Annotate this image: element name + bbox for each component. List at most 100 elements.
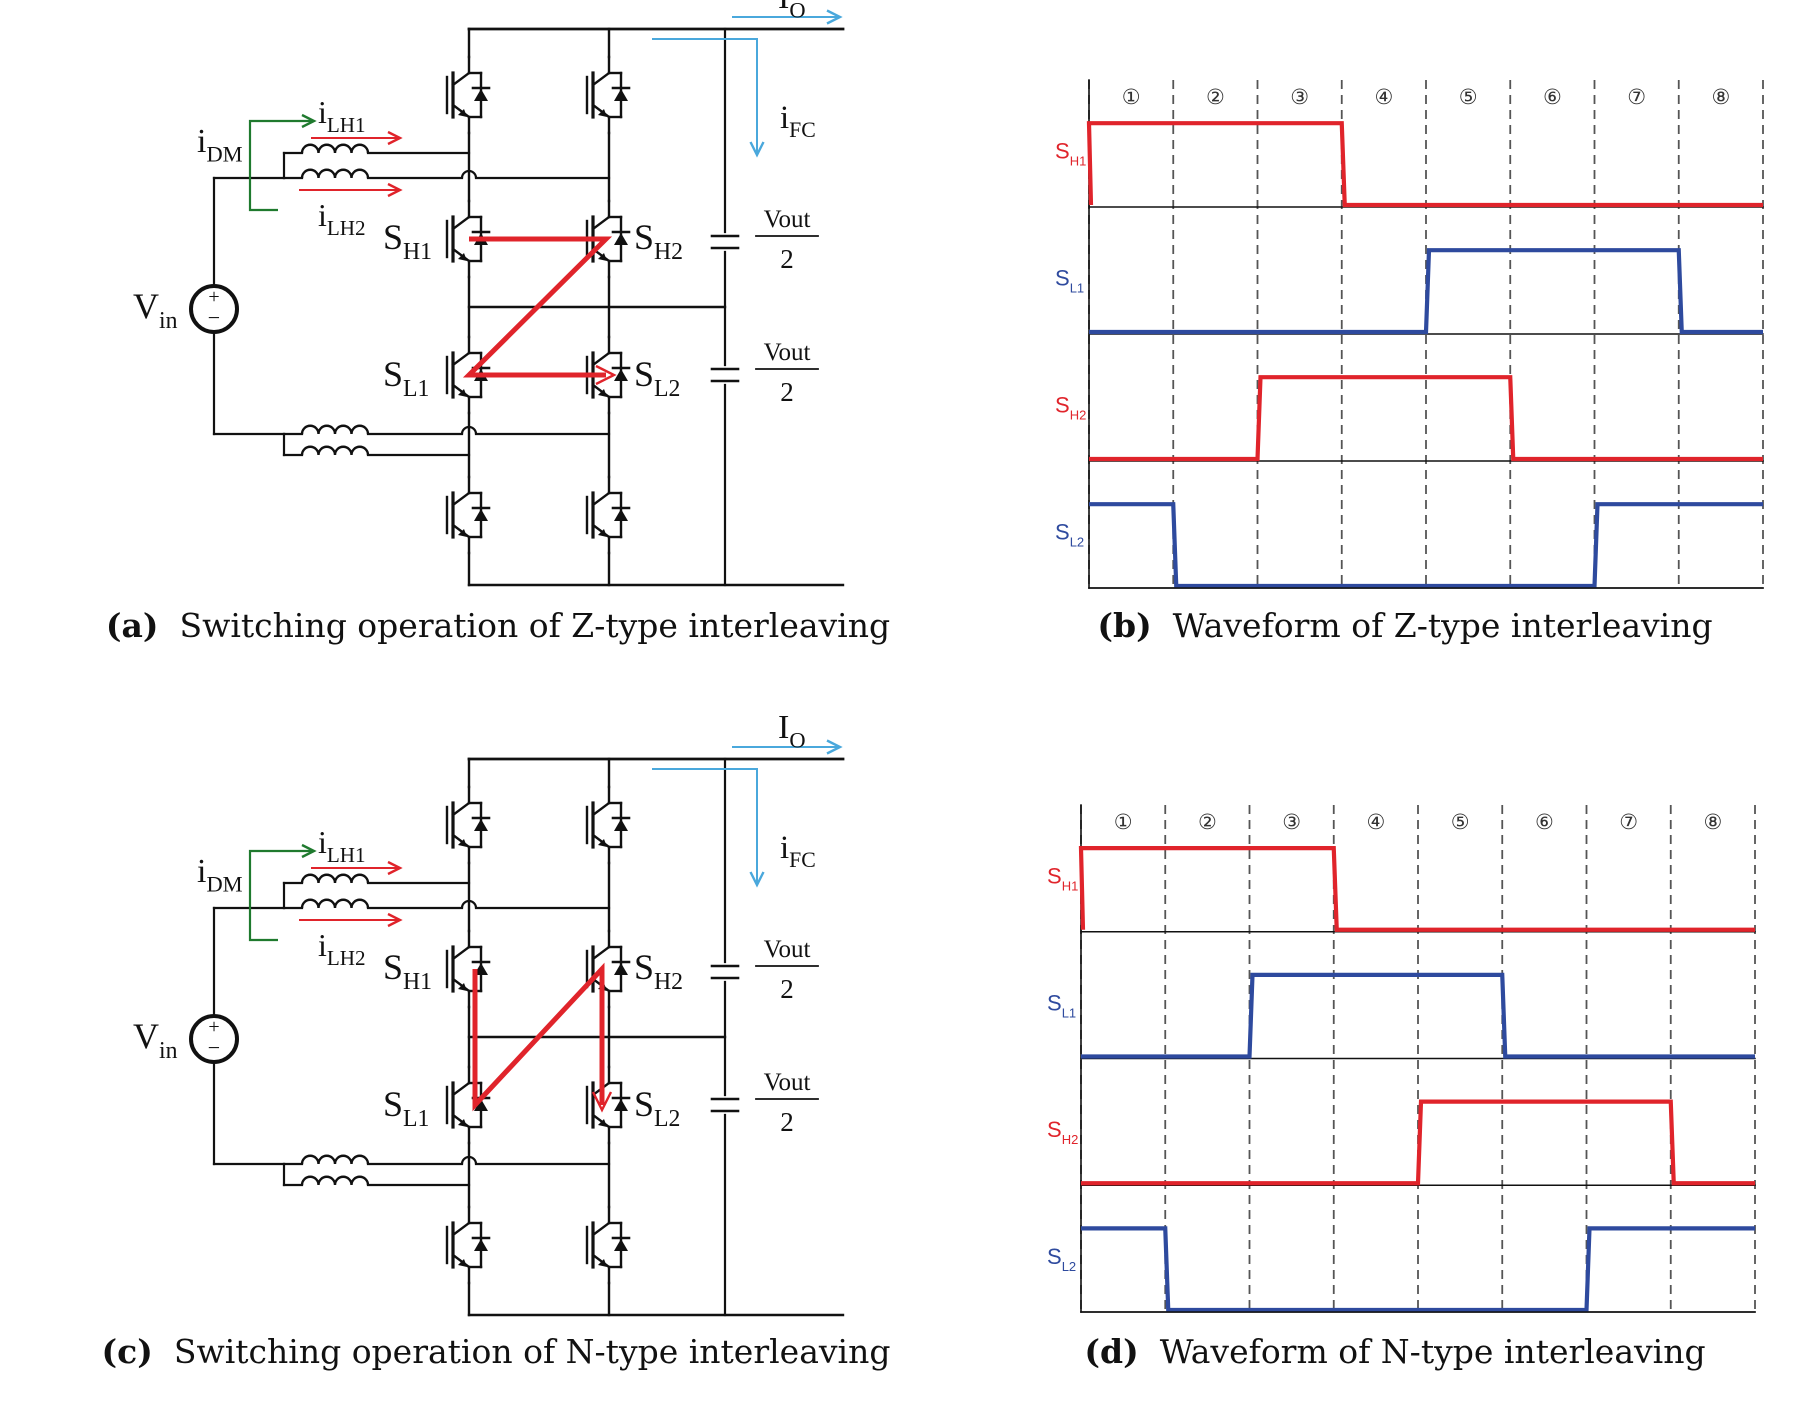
circuit-n-igbt-1-0-diode-tri <box>614 819 628 831</box>
circuit-n-label-vin-sub: in <box>159 1038 178 1064</box>
waveform-n-label-S_H2-main: S <box>1047 1117 1062 1142</box>
circuit-n-igbt-0-3 <box>445 1205 491 1285</box>
circuit-z-igbt-0-2-emitter <box>451 383 471 399</box>
waveform-z-label-S_H1-main: S <box>1055 139 1070 164</box>
waveform-n-segment-label-4: ④ <box>1366 810 1385 834</box>
caption-c: (c) Switching operation of N-type interl… <box>102 1332 891 1371</box>
circuit-n-igbt-0-3-collector <box>451 1221 471 1237</box>
circuit-n-inductor-lh2 <box>300 898 370 909</box>
circuit-n-label-sl1: SL1 <box>383 1084 429 1132</box>
waveform-n-label-S_H1: SH1 <box>1047 864 1078 894</box>
circuit-n-vout-lower-den: 2 <box>780 1107 794 1137</box>
waveform-n-segment-label-2: ② <box>1198 810 1217 834</box>
circuit-n-label-sh1-sub: H1 <box>403 969 432 995</box>
caption-d-text: Waveform of N-type interleaving <box>1159 1332 1706 1371</box>
waveform-z-label-S_H1-sub: H1 <box>1070 154 1087 169</box>
circuit-n-ilh1-arrow-head <box>387 860 403 876</box>
circuit-z-switch-path <box>462 236 613 378</box>
circuit-n-label-ifc-sub: FC <box>789 848 816 872</box>
waveform-z-segment-label-8: ⑧ <box>1711 85 1730 109</box>
circuit-n-igbt-1-0-emitter-arrow <box>598 839 607 847</box>
waveform-n-segment-label-6: ⑥ <box>1535 810 1554 834</box>
circuit-n-label-sh2: SH2 <box>634 947 683 995</box>
circuit-z-igbt-1-3-emitter-arrow <box>598 529 607 537</box>
waveform-n-label-S_H1-sub: H1 <box>1062 879 1079 894</box>
waveform-n-label-S_L1-main: S <box>1047 990 1062 1015</box>
circuit-z-label-io-sub: O <box>789 0 805 23</box>
circuit-z-vout-upper-num: Vout <box>764 206 811 233</box>
circuit-z-ifc-arrow <box>749 141 765 158</box>
circuit-z-igbt-1-2-diode-tri <box>614 369 628 381</box>
circuit-n-igbt-0-2 <box>445 1065 491 1145</box>
circuit-n-inductor-ll2-turns <box>300 1175 370 1186</box>
circuit-z-cap-lower <box>710 367 740 383</box>
circuit-n-inductor-lh2-turns <box>300 898 370 909</box>
circuit-z-inductor-lh1 <box>300 143 370 154</box>
waveform-z-segment-label-5: ⑤ <box>1459 85 1478 109</box>
circuit-n-igbt-0-2-emitter <box>451 1113 471 1129</box>
circuit-n-label-io-sub: O <box>789 728 805 753</box>
circuit-n-label-sh1: SH1 <box>383 947 432 995</box>
circuit-z-igbt-1-1-diode-tri <box>614 233 628 245</box>
circuit-n-label-idm-main: i <box>197 853 206 890</box>
circuit-z-label-sh2: SH2 <box>634 217 683 265</box>
circuit-z-igbt-0-1-emitter-arrow <box>458 253 467 261</box>
circuit-n-inductor-lh1-turns <box>300 873 370 884</box>
waveform-z-label-S_L2-main: S <box>1055 520 1070 545</box>
circuit-z-igbt-1-2-emitter <box>591 383 611 399</box>
circuit-n-igbt-1-3-diode-tri <box>614 1239 628 1251</box>
circuit-z-label-idm-main: i <box>197 123 206 160</box>
circuit-n-igbt-1-1-collector <box>591 945 611 961</box>
circuit-n-igbt-0-0-emitter-arrow <box>458 839 467 847</box>
circuit-z-igbt-1-0-emitter <box>591 103 611 119</box>
circuit-z-igbt-1-3-diode-tri <box>614 509 628 521</box>
circuit-z-inductor-ll1-turns <box>300 424 370 435</box>
caption-b-letter: (b) <box>1097 606 1152 645</box>
waveform-n-segment-label-7: ⑦ <box>1619 810 1638 834</box>
circuit-z-inductor-ll1 <box>300 424 370 435</box>
caption-c-letter: (c) <box>101 1332 153 1371</box>
circuit-z-label-vin-sub: in <box>159 308 178 334</box>
circuit-z-igbt-0-0-emitter <box>451 103 471 119</box>
circuit-z-label-ifc-main: i <box>780 100 789 136</box>
circuit-z-label-io: IO <box>778 0 806 23</box>
caption-a-text: Switching operation of Z-type interleavi… <box>179 606 891 645</box>
circuit-n-label-sl2: SL2 <box>634 1084 680 1132</box>
circuit-n-label-sl1-main: S <box>383 1084 403 1124</box>
circuit-n-igbt-1-2 <box>585 1065 631 1145</box>
circuit-n-label-vin: Vin <box>133 1016 178 1064</box>
waveform-n-trace-S_L2 <box>1081 1226 1755 1313</box>
circuit-n-igbt-1-2-diode-tri <box>614 1099 628 1111</box>
caption-b-text: Waveform of Z-type interleaving <box>1172 606 1713 645</box>
circuit-n-label-idm-sub: DM <box>206 872 242 897</box>
waveform-n-label-S_H2-sub: H2 <box>1062 1132 1079 1147</box>
circuit-z-vout-lower-num: Vout <box>764 339 811 366</box>
circuit-n-label-io: IO <box>778 709 806 753</box>
waveform-z-trace-S_L2 <box>1089 502 1763 589</box>
circuit-n-label-sl2-main: S <box>634 1084 654 1124</box>
circuit-n-igbt-1-0-emitter <box>591 833 611 849</box>
circuit-z-igbt-1-2 <box>585 335 631 415</box>
waveform-n-label-S_L1: SL1 <box>1047 990 1076 1020</box>
circuit-z-igbt-0-2-emitter-arrow <box>458 389 467 397</box>
circuit-n-label-vin-main: V <box>133 1016 159 1056</box>
circuit-z-idm-bracket <box>248 119 312 212</box>
waveform-n-segment-label-1: ① <box>1114 810 1133 834</box>
circuit-n-inductor-lh1 <box>300 873 370 884</box>
circuit-z-igbt-1-1-emitter-arrow <box>598 253 607 261</box>
waveform-z-label-S_L2: SL2 <box>1055 520 1084 550</box>
circuit-n-igbt-0-0-emitter <box>451 833 471 849</box>
circuit-n-ilh2-arrow-head <box>387 912 403 928</box>
circuit-n-igbt-0-1-emitter-arrow <box>458 983 467 991</box>
circuit-z-igbt-0-0-diode-tri <box>474 89 488 101</box>
circuit-n-label-sh1-main: S <box>383 947 403 987</box>
circuit-z-vin-source <box>189 284 239 334</box>
circuit-n-igbt-1-2-emitter-arrow <box>598 1119 607 1127</box>
circuit-z-vin-minus: − <box>208 305 220 330</box>
waveform-n-segment-label-8: ⑧ <box>1703 810 1722 834</box>
